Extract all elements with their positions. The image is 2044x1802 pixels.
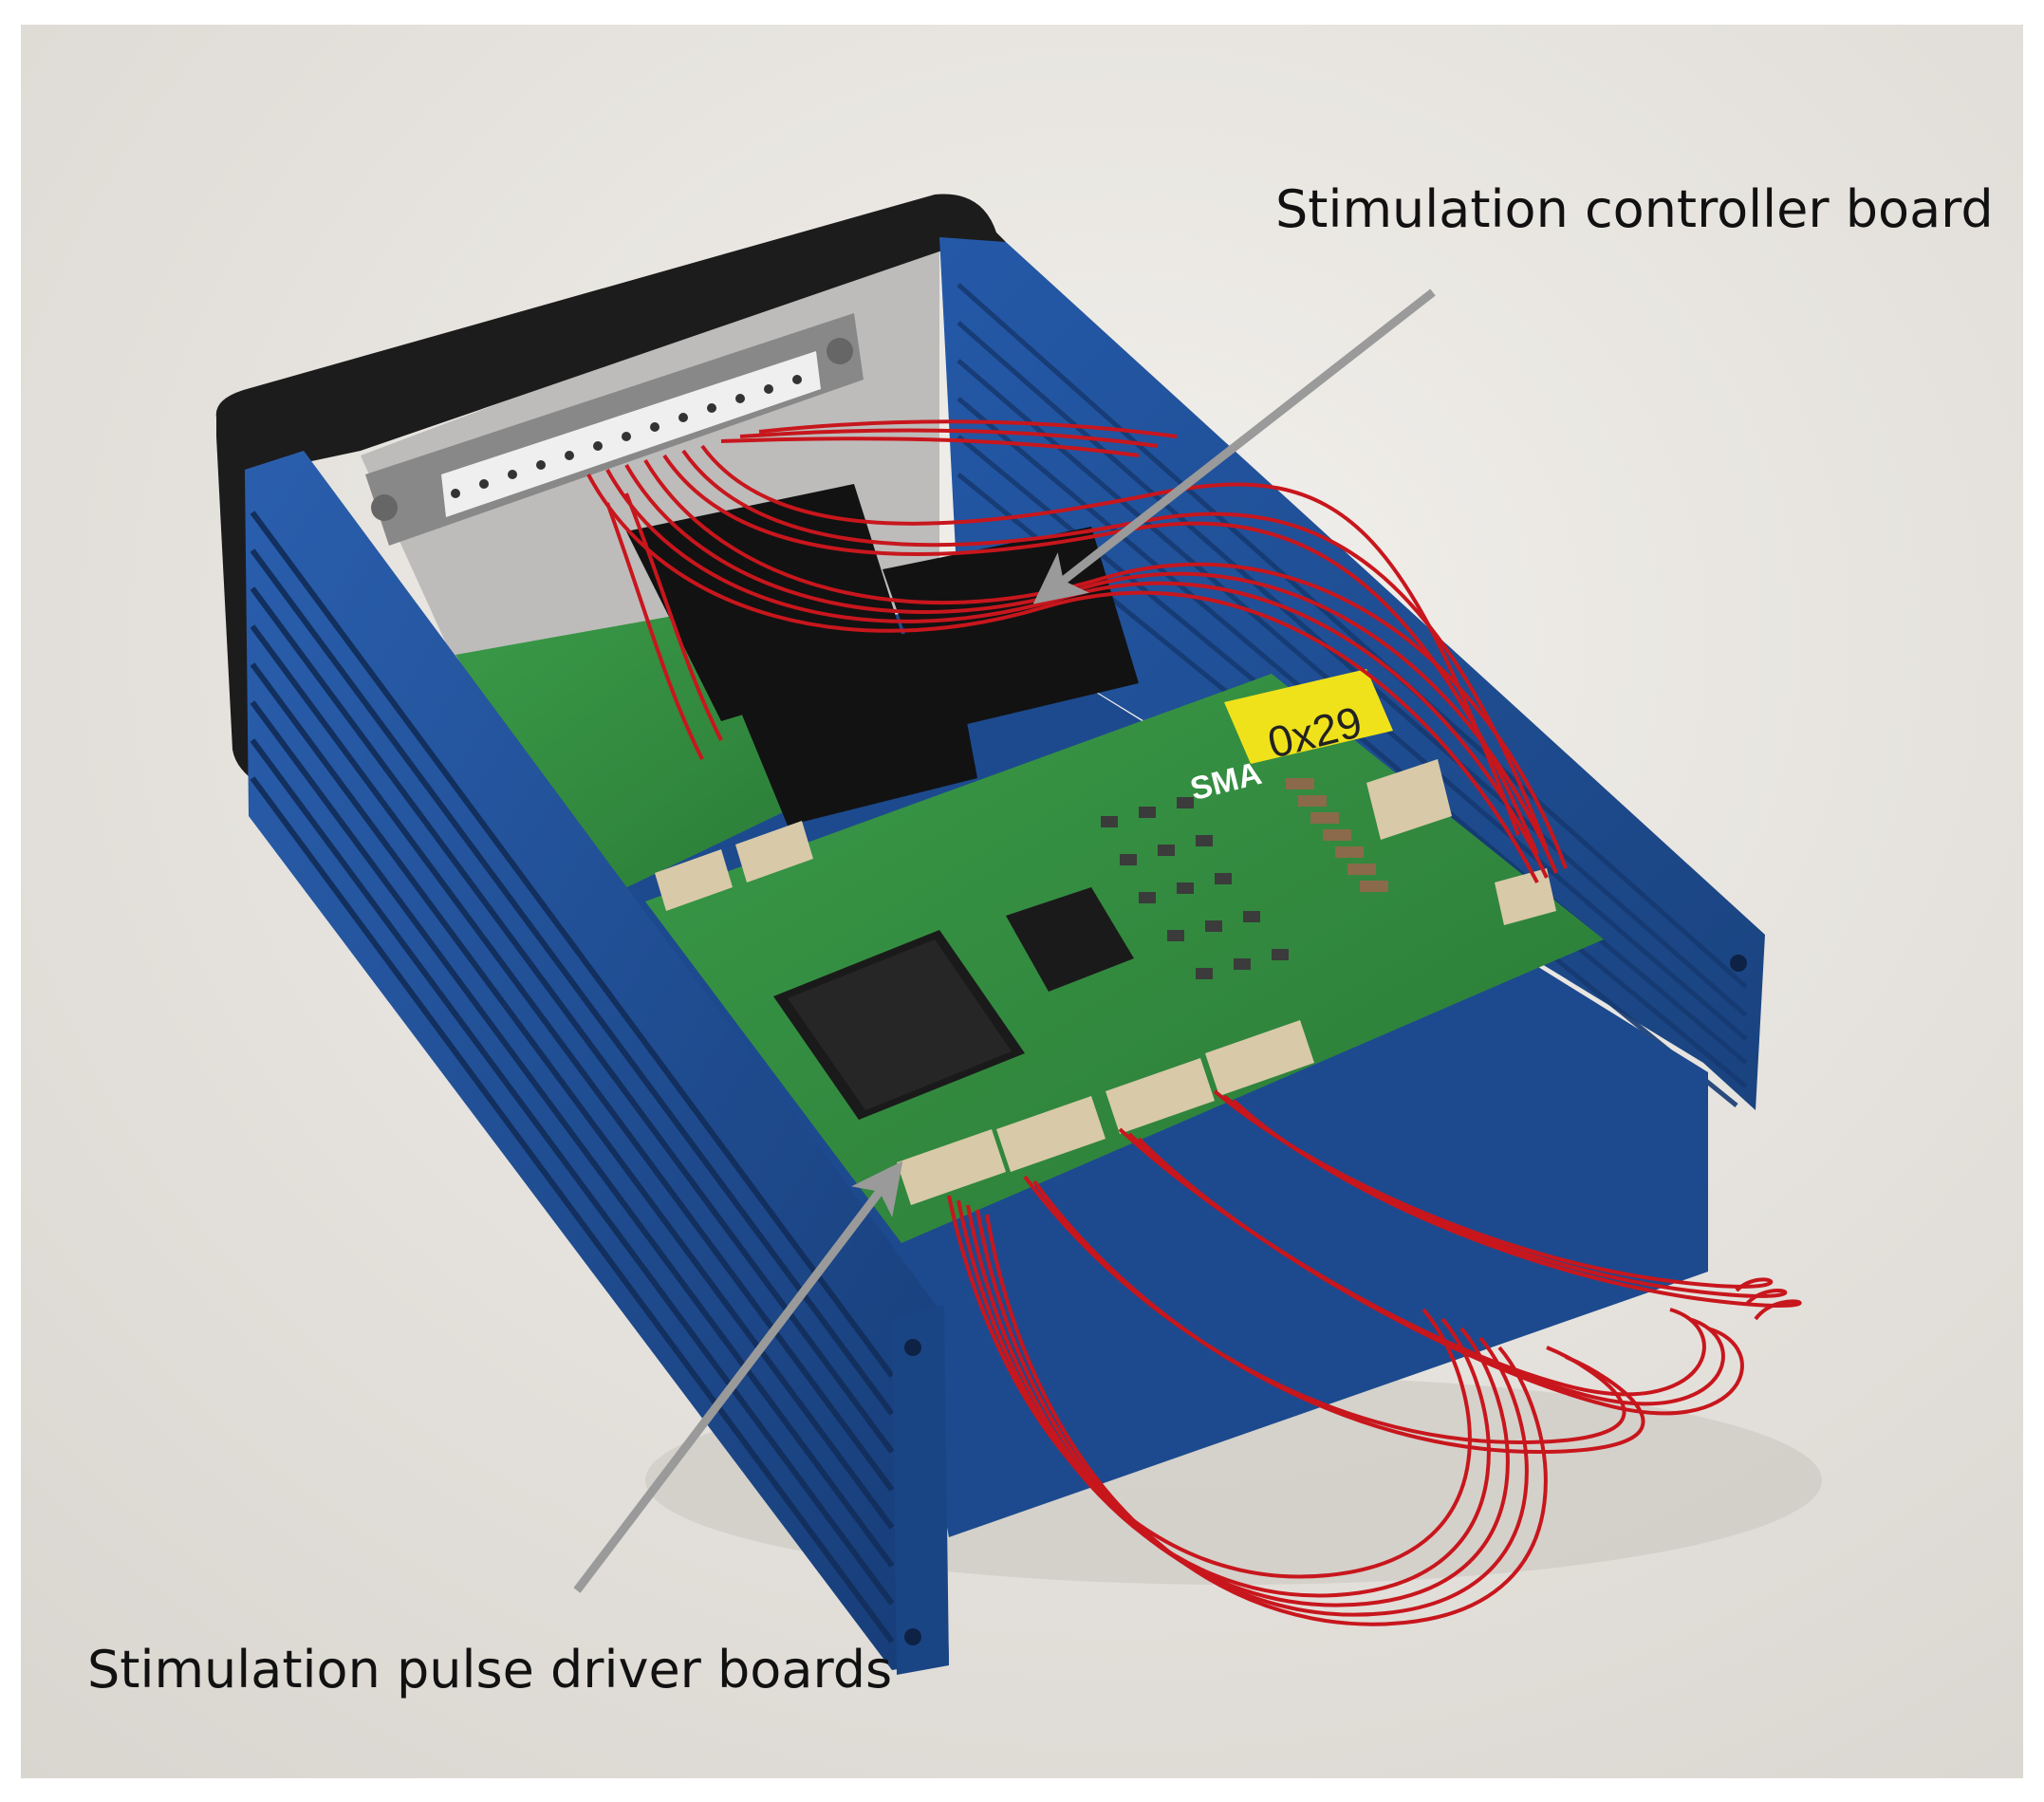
secondary-chip <box>1006 887 1134 992</box>
smd-components <box>1101 797 1289 979</box>
resistor-array <box>1286 778 1388 892</box>
dsub-connector <box>365 313 864 546</box>
pcb-connectors <box>655 759 1556 1205</box>
annotation-drivers-label: Stimulation pulse driver boards <box>87 1640 893 1700</box>
end-cap <box>215 194 1006 797</box>
wires-bottom <box>947 1089 1802 1626</box>
enclosure-front-face <box>892 1305 949 1675</box>
main-chip <box>773 930 1025 1120</box>
fins <box>250 511 895 1644</box>
arrow-drivers <box>573 1161 903 1593</box>
arrow-controller <box>1032 288 1436 604</box>
sticker <box>1224 669 1393 764</box>
annotation-controller-label: Stimulation controller board <box>1275 179 1994 239</box>
